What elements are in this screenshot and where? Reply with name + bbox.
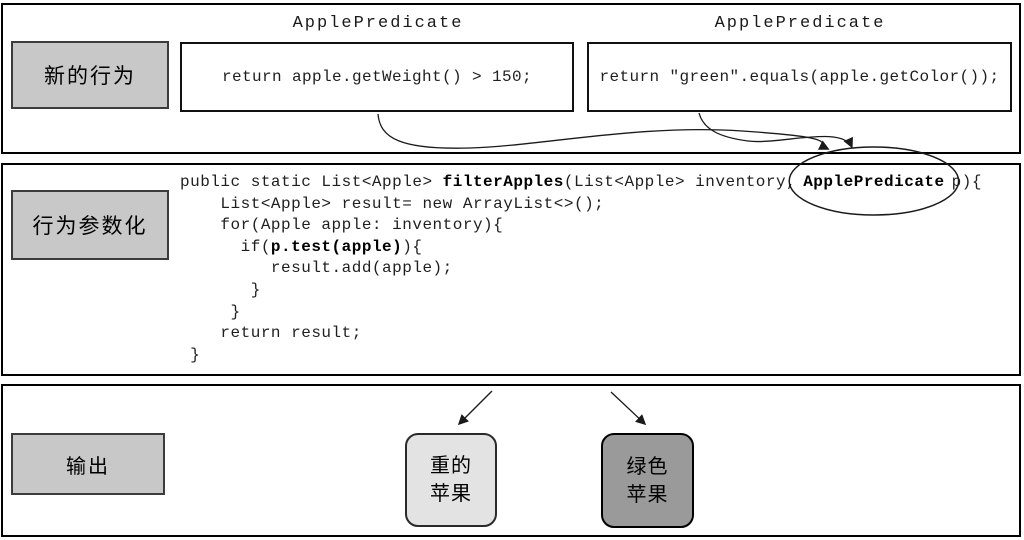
predicate-code-2: return "green".equals(apple.getColor()); xyxy=(599,68,1000,86)
code-line: } xyxy=(180,280,261,299)
row-label-text: 行为参数化 xyxy=(32,214,148,238)
result-text-line: 苹果 xyxy=(626,483,669,506)
predicate-title-1: ApplePredicate xyxy=(292,14,464,33)
predicate-title-2: ApplePredicate xyxy=(714,14,886,33)
predicate-code-1: return apple.getWeight() > 150; xyxy=(221,68,533,86)
predicate-code-box-2: return "green".equals(apple.getColor()); xyxy=(587,42,1012,112)
row-label-text: 新的行为 xyxy=(44,64,136,88)
code-line: public static List<Apple> filterApples(L… xyxy=(180,173,982,191)
code-line: result.add(apple); xyxy=(180,259,453,278)
code-line: List<Apple> result= new ArrayList<>(); xyxy=(180,194,605,213)
predicate-code-box-1: return apple.getWeight() > 150; xyxy=(180,42,574,112)
code-line: for(Apple apple: inventory){ xyxy=(180,216,504,235)
code-line: if(p.test(apple)){ xyxy=(180,237,423,256)
row-label-output: 输出 xyxy=(11,433,165,495)
result-text-line: 绿色 xyxy=(626,455,669,478)
code-line: } xyxy=(180,302,241,321)
row-label-new-behavior: 新的行为 xyxy=(11,41,169,109)
result-box-green-apples: 绿色 苹果 xyxy=(601,433,694,528)
result-text-line: 苹果 xyxy=(430,483,472,505)
code-line: } xyxy=(180,345,201,364)
row-label-parameterization: 行为参数化 xyxy=(11,190,169,260)
section-output: 输出 重的 苹果 绿色 苹果 xyxy=(1,384,1021,537)
section-new-behavior: 新的行为 ApplePredicate ApplePredicate retur… xyxy=(1,3,1021,154)
row-label-text: 输出 xyxy=(66,455,110,478)
code-line: return result; xyxy=(180,324,362,343)
section-behavior-parameterization: 行为参数化 public static List<Apple> filterAp… xyxy=(1,163,1021,376)
result-box-heavy-apples: 重的 苹果 xyxy=(405,433,497,527)
result-text-line: 重的 xyxy=(430,455,472,477)
circled-parameter: ApplePredicate xyxy=(803,173,945,191)
filter-apples-code: public static List<Apple> filterApples(L… xyxy=(180,172,982,366)
